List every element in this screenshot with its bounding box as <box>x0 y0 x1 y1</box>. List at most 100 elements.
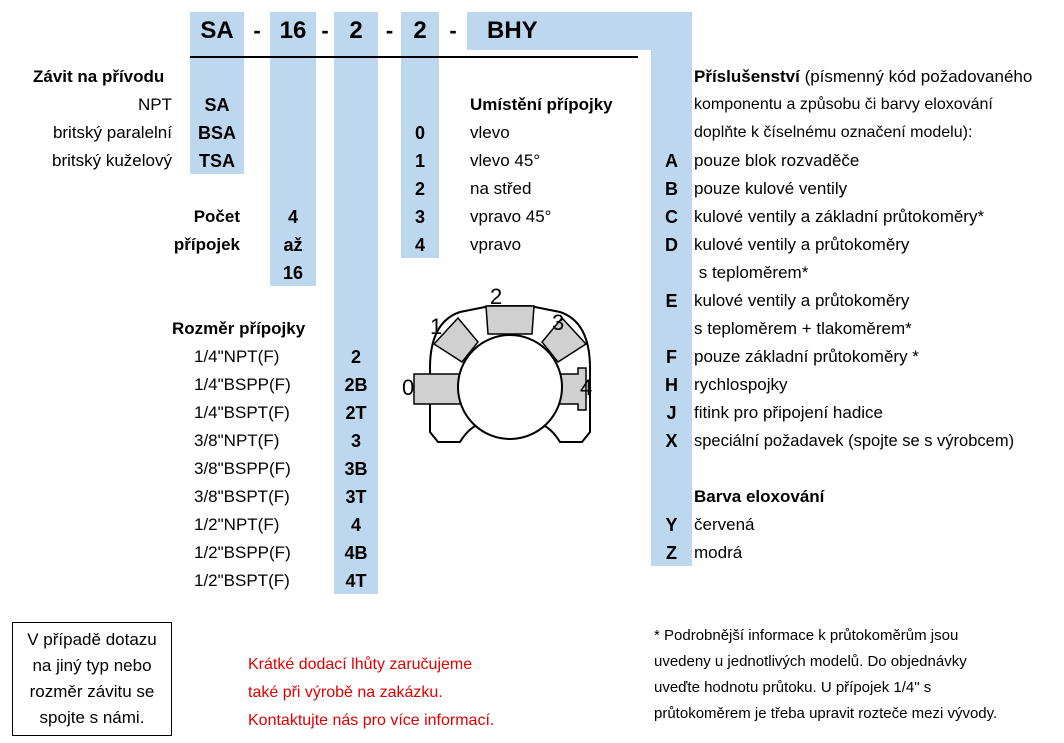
accessory-label: pouze základní průtokoměry * <box>694 347 919 366</box>
port-size-label: 3/8"BSPP(F) <box>194 459 291 478</box>
port-size-label: 3/8"BSPT(F) <box>194 487 290 506</box>
footnote-line: průtokoměrem je třeba upravit rozteče me… <box>654 705 998 722</box>
location-code: 4 <box>414 235 425 255</box>
port-location-title: Umístění přípojky <box>470 95 613 114</box>
inquiry-line: V případě dotazu <box>27 630 157 649</box>
footnote-line: uvedeny u jednotlivých modelů. Do objedn… <box>654 653 967 670</box>
port-size-label: 1/4"NPT(F) <box>194 347 280 366</box>
port-size-column-bar <box>334 12 378 594</box>
thread-label-bsp-parallel: britský paralelní <box>52 123 172 142</box>
code-part-count: 16 <box>279 17 307 44</box>
location-code: 2 <box>414 179 425 199</box>
delivery-note-line: Krátké dodací lhůty zaručujeme <box>248 656 473 673</box>
accessory-code: J <box>666 403 677 423</box>
location-code: 1 <box>414 151 425 171</box>
accessories-heading: Příslušenství (písmenný kód požadovaného <box>694 63 1032 91</box>
port-size-code: 4T <box>345 571 367 591</box>
delivery-note-line: také při výrobě na zakázku. <box>248 684 443 701</box>
code-separator: - <box>321 18 329 43</box>
accessory-column-bar <box>651 12 692 566</box>
location-column-bar <box>401 12 439 258</box>
code-part-accessory: BHY <box>487 17 538 44</box>
delivery-note-line: Kontaktujte nás pro více informací. <box>248 712 495 729</box>
port-count-label: Počet <box>193 207 240 226</box>
footnote-line: uveďte hodnotu průtoku. U přípojek 1/4" … <box>654 679 932 696</box>
accessory-label: pouze kulové ventily <box>694 179 848 198</box>
thread-code-bsa: BSA <box>197 123 236 143</box>
port-size-title: Rozměr přípojky <box>172 319 306 338</box>
accessories-title: Příslušenství <box>694 67 800 86</box>
accessory-code: X <box>665 431 678 451</box>
location-code: 0 <box>414 123 425 143</box>
accessory-label: kulové ventily a základní průtokoměry* <box>694 207 985 226</box>
port-size-code: 4 <box>350 515 361 535</box>
port-size-label: 3/8"NPT(F) <box>194 431 280 450</box>
header-underline <box>190 56 638 58</box>
accessory-code: C <box>665 207 678 227</box>
inquiry-line: rozměr závitu se <box>29 682 155 701</box>
accessories-intro: (písmenný kód požadovaného <box>804 67 1033 86</box>
anodize-label: červená <box>694 515 755 534</box>
accessory-label: kulové ventily a průtokoměry <box>694 235 910 254</box>
inquiry-line: na jiný typ nebo <box>32 656 152 675</box>
anodize-code: Y <box>665 515 678 535</box>
port-size-code: 2B <box>344 375 368 395</box>
accessory-label: pouze blok rozvaděče <box>694 151 860 170</box>
location-label: vlevo 45° <box>470 151 541 170</box>
thread-column-bar <box>190 12 244 174</box>
port-size-code: 3T <box>345 487 367 507</box>
accessory-label: speciální požadavek (spojte se s výrobce… <box>694 432 1015 450</box>
inquiry-line: spojte s námi. <box>39 708 145 727</box>
diagram-label-2: 2 <box>490 284 502 309</box>
port-size-label: 1/2"NPT(F) <box>194 515 280 534</box>
port-size-code: 4B <box>344 543 368 563</box>
code-separator: - <box>253 18 261 43</box>
location-label: vpravo <box>470 235 522 254</box>
port-sector-0 <box>413 373 463 405</box>
port-count-max: 16 <box>282 263 304 283</box>
port-size-code: 2 <box>350 347 361 367</box>
anodize-code: Z <box>666 543 677 563</box>
location-label: vlevo <box>470 123 510 142</box>
thread-code-sa: SA <box>204 95 230 115</box>
port-sector-4 <box>557 367 587 411</box>
diagram-label-3: 3 <box>552 310 564 335</box>
center-bore <box>457 334 563 440</box>
port-size-code: 3B <box>344 459 368 479</box>
footnote-line: * Podrobnější informace k průtokoměrům j… <box>654 627 959 644</box>
location-label: vpravo 45° <box>470 207 552 226</box>
port-sector-1 <box>432 316 479 363</box>
port-sector-2 <box>485 305 535 335</box>
accessory-label: rychlospojky <box>694 375 788 394</box>
thread-title: Závit na přívodu <box>33 67 165 86</box>
code-separator: - <box>449 18 457 43</box>
location-code: 3 <box>414 207 425 227</box>
diagram-label-1: 1 <box>430 314 442 339</box>
thread-label-npt: NPT <box>138 95 172 114</box>
diagram-label-4: 4 <box>580 375 592 400</box>
location-label: na střed <box>470 179 532 198</box>
thread-code-tsa: TSA <box>199 151 235 171</box>
port-size-code: 3 <box>350 431 361 451</box>
accessories-intro: doplňte k číselnému označení modelu): <box>694 124 973 141</box>
accessory-code: F <box>666 347 677 367</box>
accessory-label: s teploměrem* <box>694 263 809 282</box>
port-location-diagram: 0 1 2 3 4 <box>402 284 592 443</box>
port-size-label: 1/2"BSPT(F) <box>194 571 290 590</box>
port-count-min: 4 <box>287 207 298 227</box>
code-part-location: 2 <box>413 17 427 44</box>
port-size-label: 1/4"BSPT(F) <box>194 403 290 422</box>
accessory-code: B <box>665 179 678 199</box>
port-count-label: přípojek <box>173 235 240 254</box>
code-part-thread: SA <box>200 17 234 44</box>
port-size-code: 2T <box>345 403 367 423</box>
accessory-code: D <box>665 235 678 255</box>
accessory-code: A <box>665 151 678 171</box>
diagram-label-0: 0 <box>402 375 414 400</box>
anodize-label: modrá <box>694 543 743 562</box>
port-sector-3 <box>541 316 588 363</box>
accessory-code: E <box>665 291 678 311</box>
port-count-to: až <box>283 235 303 255</box>
accessory-label: s teploměrem + tlakoměrem* <box>694 319 912 338</box>
accessory-label: kulové ventily a průtokoměry <box>694 291 910 310</box>
